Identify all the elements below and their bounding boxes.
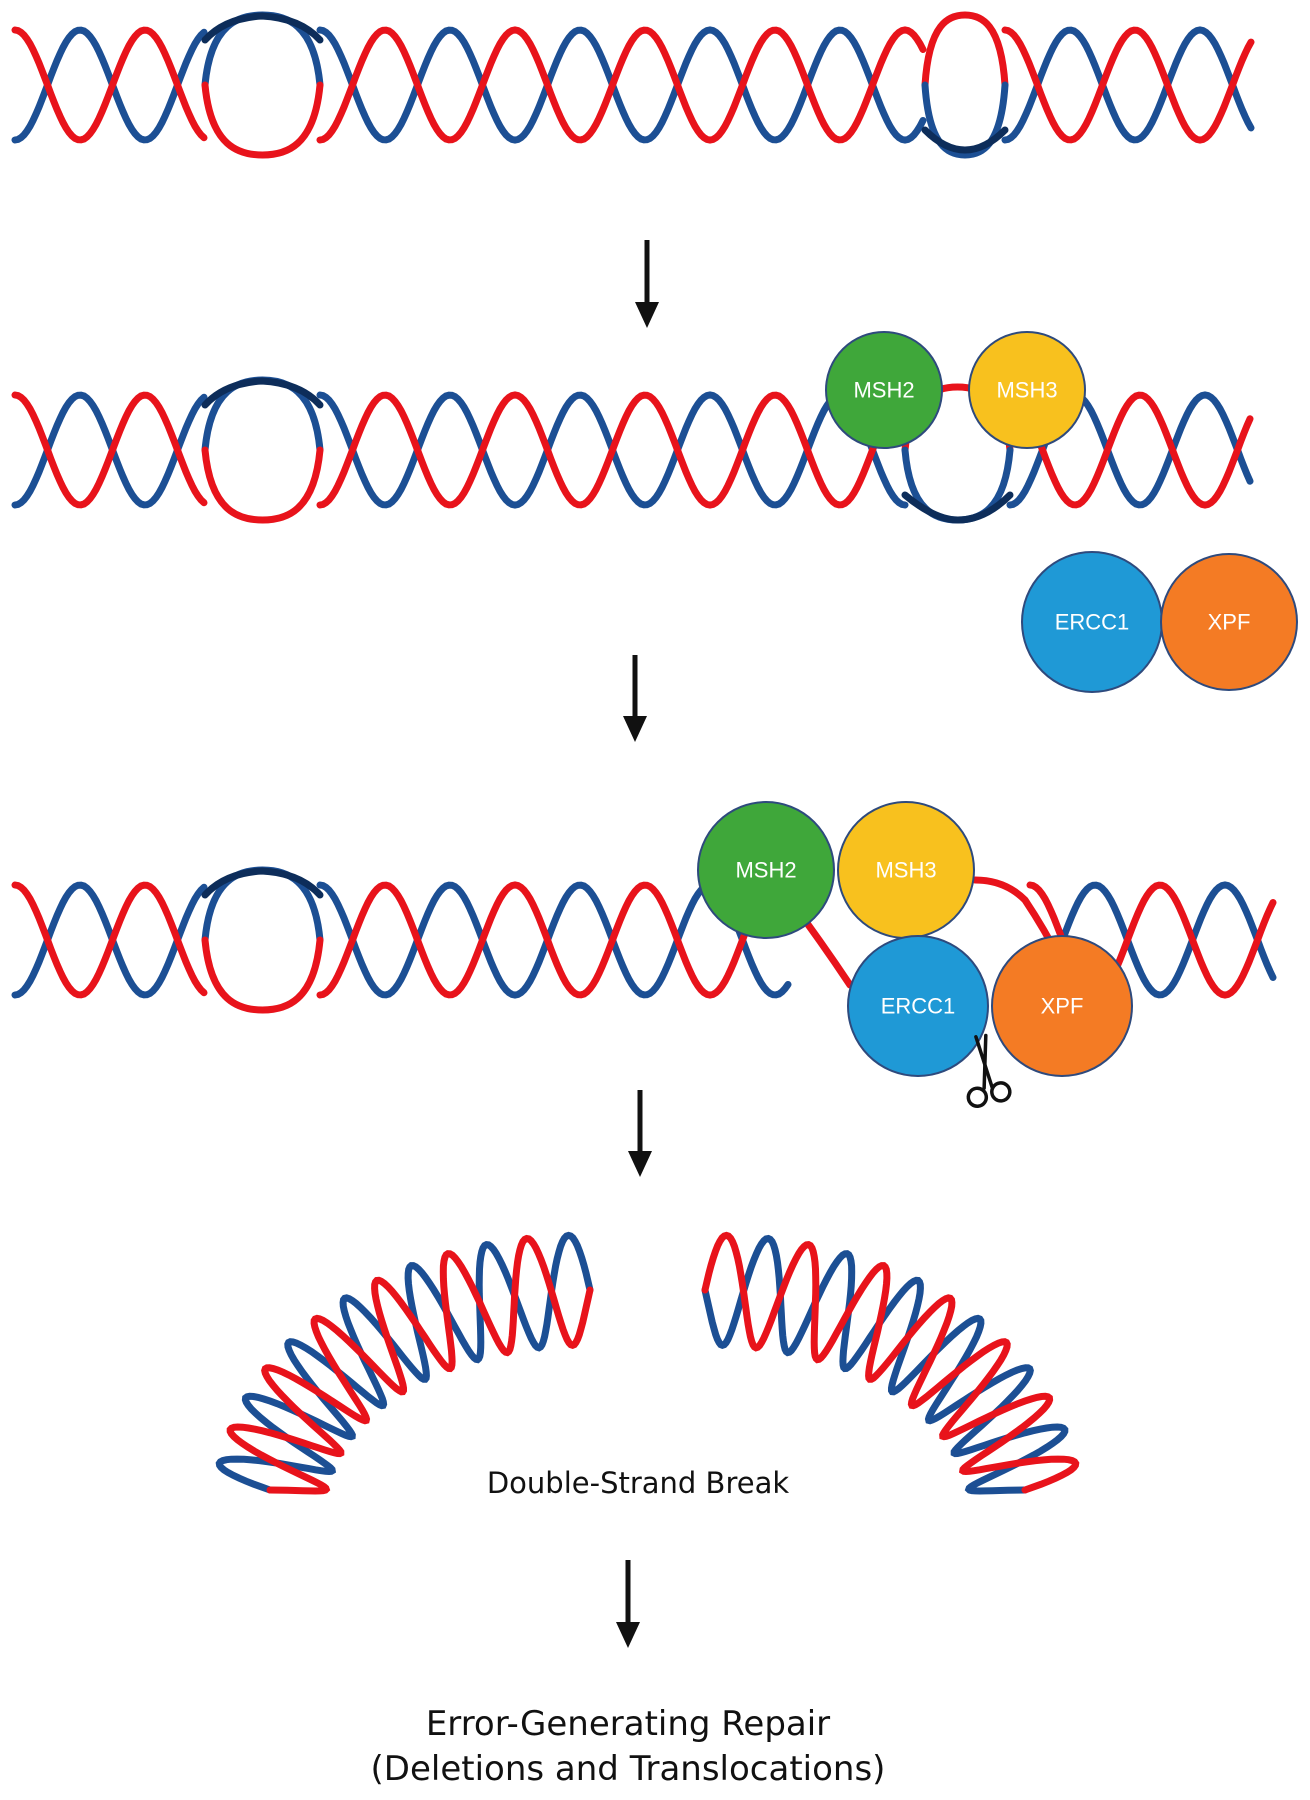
- repair-outcome-title: Error-Generating Repair: [426, 1704, 830, 1744]
- xpf-label: XPF: [1041, 994, 1084, 1019]
- dna-strand-blue: [1001, 26, 1255, 144]
- scissors-icon: [966, 1033, 1012, 1108]
- double-strand-break-caption: Double-Strand Break: [487, 1466, 789, 1500]
- xpf-protein: [991, 935, 1133, 1077]
- dna-strand-blue: [316, 26, 927, 144]
- msh3-label: MSH3: [996, 378, 1057, 403]
- dna-loop-bottom: [201, 81, 324, 159]
- msh2-protein: [697, 801, 835, 939]
- loop-out-top-1: [201, 377, 324, 409]
- msh3-protein: [968, 331, 1086, 449]
- dna-strand-blue-right: [701, 1234, 1069, 1495]
- xpf-label: XPF: [1208, 610, 1251, 635]
- dna-strand-red: [316, 26, 927, 144]
- dna-loop-bottom: [201, 446, 324, 524]
- ercc1-label: ERCC1: [881, 994, 956, 1019]
- dna-strand-red: [1001, 26, 1255, 144]
- loop-out-bottom-2: [901, 491, 1014, 524]
- arrow-down-icon: [628, 1090, 652, 1177]
- dna-strand-red: [11, 26, 208, 144]
- repair-outcome-subtitle: (Deletions and Translocations): [371, 1749, 886, 1789]
- dna-strand-red: [316, 391, 909, 509]
- msh2-label: MSH2: [735, 858, 796, 883]
- dna-loop-bottom: [201, 936, 324, 1014]
- xpf-protein: [1160, 553, 1298, 691]
- msh2-protein: [825, 331, 943, 449]
- msh3-label: MSH3: [875, 858, 936, 883]
- arrow-down-icon: [616, 1560, 640, 1648]
- msh2-msh3-complex-row3: MSH2 MSH3: [697, 801, 975, 939]
- dna-strand-red: [316, 881, 792, 999]
- dna-strand-red-right: [701, 1231, 1080, 1494]
- ercc1-protein: [847, 935, 989, 1077]
- arrow-down-icon: [635, 240, 659, 328]
- double-strand-break-dna: [215, 1231, 1080, 1495]
- loop-out-top-1: [201, 867, 324, 899]
- dna-strand-blue: [1026, 881, 1277, 999]
- ercc1-label: ERCC1: [1055, 610, 1130, 635]
- dna-strand-red: [11, 881, 208, 999]
- loop-out-bottom-2: [921, 126, 1009, 154]
- dna-strand-red: [11, 391, 208, 509]
- ercc1-xpf-complex-free: ERCC1 XPF: [1021, 551, 1298, 693]
- dna-strand-red-left: [226, 1234, 594, 1495]
- arrow-down-icon: [623, 655, 647, 742]
- dna-helix-msh-bound: [11, 376, 1254, 524]
- dna-loop-bottom: [921, 81, 1009, 159]
- dna-strand-blue-left: [215, 1231, 594, 1494]
- msh2-label: MSH2: [853, 378, 914, 403]
- dna-strand-red: [1006, 391, 1254, 509]
- dna-loop-top: [921, 11, 1009, 89]
- msh2-msh3-complex-row2: MSH2 MSH3: [825, 331, 1086, 449]
- loop-out-top-1: [201, 12, 324, 44]
- ercc1-xpf-complex-bound: ERCC1 XPF: [847, 935, 1133, 1077]
- dna-helix-with-loops: [11, 11, 1255, 159]
